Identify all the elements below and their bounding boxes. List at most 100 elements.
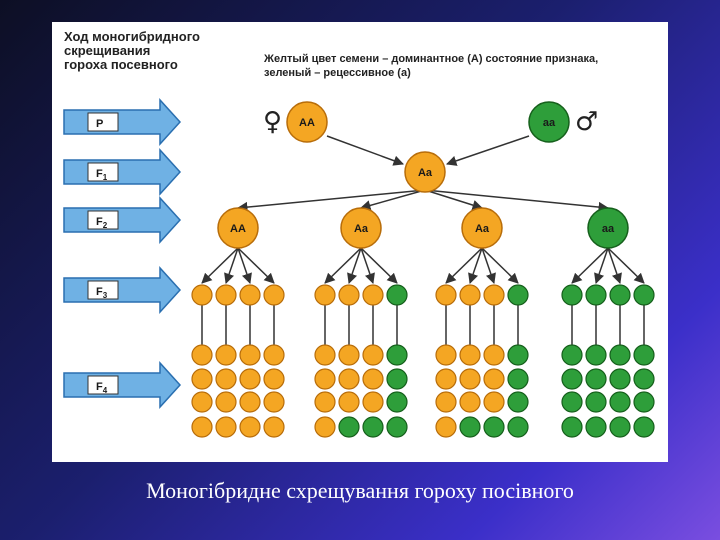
f2-node-circle (461, 207, 503, 249)
f3-seed (561, 284, 583, 306)
f2-to-f3-line (347, 247, 362, 284)
generation-label: F2 (96, 216, 108, 230)
female-symbol: ♀ (263, 107, 282, 137)
f4-seed (386, 391, 408, 413)
f4-seed (362, 416, 384, 438)
f4-seed (215, 368, 237, 390)
title-line: гороха посевного (64, 57, 178, 72)
f2-node-circle (217, 207, 259, 249)
f4-seed (362, 391, 384, 413)
f2-to-f3-line (201, 247, 239, 284)
f4-seed (314, 368, 336, 390)
f4-seed (362, 368, 384, 390)
title-line: скрещивания (64, 43, 151, 58)
f4-seed (483, 368, 505, 390)
parent-female-genotype: AA (299, 117, 315, 129)
f4-seed (507, 391, 529, 413)
f3-seed (386, 284, 408, 306)
f2-node-circle (340, 207, 382, 249)
f4-seed (507, 344, 529, 366)
f3-seed (314, 284, 336, 306)
f4-seed (314, 416, 336, 438)
generation-index: 1 (103, 173, 108, 182)
f4-seed (609, 416, 631, 438)
generation-arrow: F3 (63, 266, 182, 314)
f2-node: Aa (461, 207, 503, 249)
f4-seed (507, 416, 529, 438)
f3-seed (215, 284, 237, 306)
f4-seed (459, 416, 481, 438)
f4-seed (459, 344, 481, 366)
f2-to-f3-line (445, 247, 483, 284)
f1-node-genotype: Aa (418, 167, 433, 179)
generation-label-box (87, 210, 119, 230)
f2-to-f3-line (594, 247, 609, 284)
f4-seed (561, 391, 583, 413)
generation-arrow-shape (63, 148, 182, 196)
f2-to-f3-line (607, 247, 622, 284)
diagram-panel: Ход моногибридного скрещивания гороха по… (52, 22, 668, 462)
slide-caption: Моногібридне схрещування гороху посівног… (146, 478, 574, 503)
generation-arrow-shape (63, 98, 182, 146)
f2-to-f3-line (468, 247, 483, 284)
f4-seed (435, 344, 457, 366)
f4-seed (386, 416, 408, 438)
f4-seed (386, 368, 408, 390)
f3-seed (507, 284, 529, 306)
f4-seed (435, 368, 457, 390)
f4-seed (263, 391, 285, 413)
f4-seed (239, 344, 261, 366)
f4-seed (483, 416, 505, 438)
f4-seed (239, 368, 261, 390)
f4-seed (314, 344, 336, 366)
f4-seed (459, 391, 481, 413)
f4-seed (239, 416, 261, 438)
generation-arrow-shape (63, 196, 182, 244)
f2-to-f3-line (324, 247, 362, 284)
parent-male-genotype: aa (543, 117, 556, 129)
f3-seed (435, 284, 457, 306)
f4-seed (263, 344, 285, 366)
f2-to-f3-line (224, 247, 239, 284)
legend-line: Желтый цвет семени – доминантное (A) сос… (264, 53, 599, 65)
f4-seed (338, 344, 360, 366)
generation-label-box (87, 112, 119, 132)
f4-seed (191, 416, 213, 438)
f3-seed (338, 284, 360, 306)
f4-seed (633, 416, 655, 438)
f2-to-f3-line (360, 247, 375, 284)
f1-to-f2-line (359, 189, 426, 211)
diagram-title: Ход моногибридного скрещивания гороха по… (64, 30, 264, 72)
f4-seed (338, 368, 360, 390)
f1-node: Aa (404, 151, 446, 193)
cross-line (326, 135, 404, 166)
f3-seed (585, 284, 607, 306)
f2-node: aa (587, 207, 629, 249)
f4-seed (314, 391, 336, 413)
f1-to-f2-line (236, 189, 426, 213)
f4-seed (507, 368, 529, 390)
generation-arrow-shape (63, 266, 182, 314)
f4-seed (483, 344, 505, 366)
male-symbol: ♂ (575, 107, 598, 137)
f4-seed (191, 344, 213, 366)
f4-seed (585, 391, 607, 413)
f4-seed (609, 344, 631, 366)
f4-seed (483, 391, 505, 413)
f4-seed (338, 391, 360, 413)
generation-arrow-shape (63, 361, 182, 409)
f3-seed (263, 284, 285, 306)
generation-label: F4 (96, 381, 108, 395)
f1-node-circle (404, 151, 446, 193)
connector-lines (201, 135, 645, 345)
f4-seed (585, 344, 607, 366)
parent-female: AA (286, 101, 328, 143)
generation-index: 3 (103, 291, 108, 300)
f1-to-f2-line (424, 189, 484, 211)
f1-to-f2-line (424, 189, 610, 213)
f4-seed (561, 344, 583, 366)
f4-seed (263, 368, 285, 390)
f2-to-f3-line (571, 247, 609, 284)
f2-node: AA (217, 207, 259, 249)
